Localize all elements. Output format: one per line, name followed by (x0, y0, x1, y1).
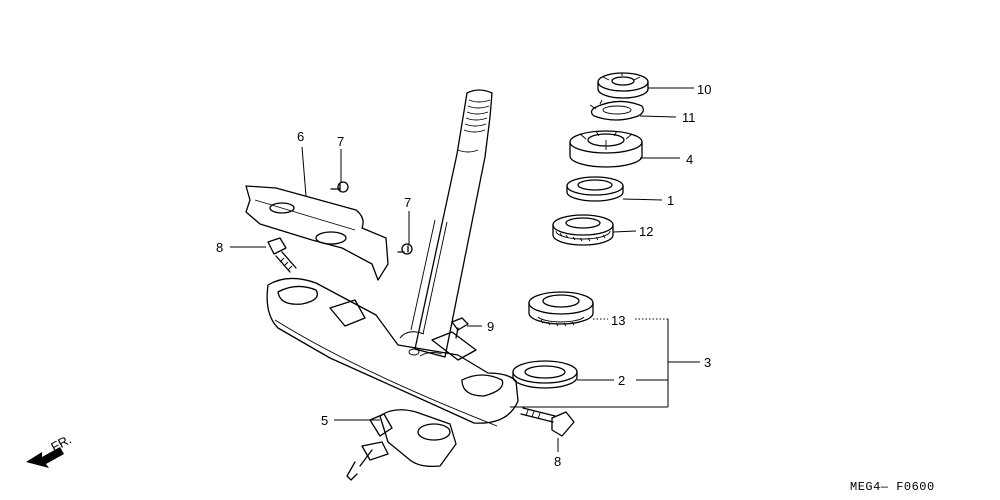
bolt-9-part (451, 317, 469, 339)
steering-lock-part (346, 409, 457, 481)
dust-seal-part (566, 176, 624, 202)
adjusting-nut-part (569, 130, 643, 168)
callout-13: 13 (611, 313, 625, 328)
diagram-code: MEG4— F0600 (850, 480, 935, 494)
bracket-plate-part (245, 185, 389, 281)
callout-9: 9 (487, 319, 494, 334)
screw-7-lower-part (397, 243, 413, 255)
steering-stem-lower-bracket (266, 277, 519, 427)
callout-8-left: 8 (216, 240, 223, 255)
callout-1: 1 (667, 193, 674, 208)
callout-7-upper: 7 (337, 134, 344, 149)
callout-4: 4 (686, 152, 693, 167)
lock-washer-part (589, 99, 644, 121)
callout-12: 12 (639, 224, 653, 239)
direction-label: FR. (48, 432, 74, 455)
upper-bearing-part (552, 214, 614, 246)
callout-11: 11 (682, 110, 696, 125)
callout-10: 10 (697, 82, 711, 97)
front-direction-arrow-icon (26, 447, 64, 468)
lower-bearing-part (528, 291, 594, 327)
callout-3: 3 (704, 355, 711, 370)
stem-lock-nut-part (597, 72, 649, 99)
callout-2: 2 (618, 373, 625, 388)
bolt-8-bottom-part (520, 407, 575, 437)
callout-6: 6 (297, 129, 304, 144)
bearing-race-part (512, 360, 578, 389)
callout-5: 5 (321, 413, 328, 428)
steering-stem-shaft (410, 89, 493, 358)
screw-7-upper-part (330, 181, 349, 193)
bolt-8-left-part (267, 237, 297, 273)
callout-8-bottom: 8 (554, 454, 561, 469)
callout-7-lower: 7 (404, 195, 411, 210)
